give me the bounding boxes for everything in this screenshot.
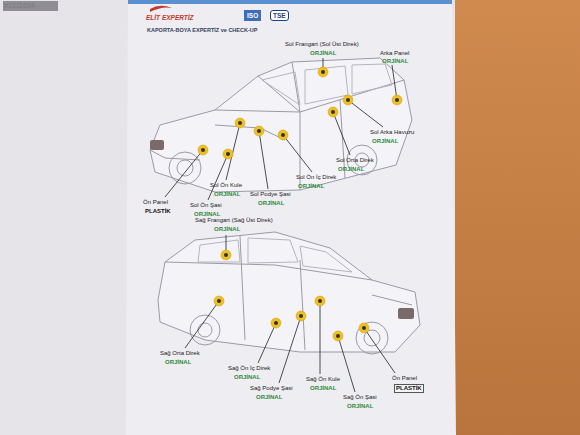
status: ORJİNAL: [256, 394, 282, 401]
status: ORJİNAL: [194, 211, 220, 218]
part-name: Sağ Ön Şasi: [343, 394, 377, 401]
company-logo: ELİT EXPERTİZ: [146, 14, 194, 21]
status: ORJİNAL: [214, 191, 240, 198]
part-name: Sol Ön Kule: [210, 182, 242, 189]
status: ORJİNAL: [234, 374, 260, 381]
status: ORJİNAL: [347, 403, 373, 410]
part-name: Ön Panel: [143, 199, 168, 206]
part-name: Sol Ön İç Direk: [296, 174, 336, 181]
part-name: Sol Frangart (Sol Üst Direk): [285, 41, 359, 48]
status: ORJİNAL: [310, 50, 336, 57]
status: PLASTİK: [394, 384, 424, 393]
status: ORJİNAL: [298, 183, 324, 190]
status: ORJİNAL: [382, 58, 408, 65]
status: PLASTİK: [145, 208, 171, 215]
part-name: Arka Panel: [380, 50, 409, 57]
part-name: Sol Podye Şasi: [250, 191, 291, 198]
status: ORJİNAL: [258, 200, 284, 207]
status: ORJİNAL: [165, 359, 191, 366]
status: ORJİNAL: [338, 166, 364, 173]
iso-badge: ISO: [244, 10, 261, 21]
part-name: Sol Ön Şasi: [190, 202, 222, 209]
part-name: Sol Arka Havuzu: [370, 129, 414, 136]
part-name: Sağ Ön Kule: [306, 376, 340, 383]
part-name: Sağ Orta Direk: [160, 350, 200, 357]
part-name: Sol Orta Direk: [336, 157, 374, 164]
status: ORJİNAL: [214, 226, 240, 233]
part-name: Sağ Frangart (Sağ Üst Direk): [195, 217, 273, 224]
part-name: Sağ Podye Şasi: [250, 385, 293, 392]
document-title: KAPORTA-BOYA EXPERTİZ ve CHECK-UP: [147, 27, 257, 33]
part-name: Ön Panel: [392, 375, 417, 382]
part-name: Sağ Ön İç Direk: [228, 365, 270, 372]
status: ORJİNAL: [372, 138, 398, 145]
status: ORJİNAL: [310, 385, 336, 392]
tse-badge: TSE: [270, 10, 289, 21]
watermark-id: #1311634: [4, 2, 35, 10]
